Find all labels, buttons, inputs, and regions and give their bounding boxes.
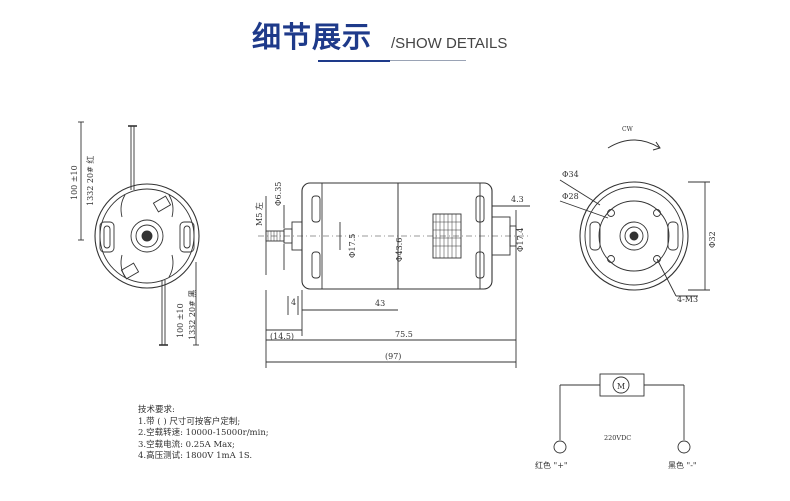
voltage-label: 220VDC bbox=[604, 434, 631, 442]
notes-title: 技术要求: bbox=[138, 405, 175, 415]
page-subtitle: /SHOW DETAILS bbox=[391, 35, 508, 52]
header: 细节展示 /SHOW DETAILS bbox=[0, 0, 790, 70]
dim-overall: (97) bbox=[385, 352, 401, 361]
notes-line-4: 4.高压测试: 1800V 1mA 1S. bbox=[138, 451, 253, 462]
dim-shaft-small: 4 bbox=[291, 298, 296, 307]
dim-shaft-ext: (14.5) bbox=[270, 332, 294, 341]
right-end-view bbox=[559, 139, 710, 297]
terminal-negative: 黑色 "-" bbox=[668, 460, 697, 470]
subtitle-underline bbox=[390, 60, 466, 61]
dim-collar-dia: Φ17.5 bbox=[348, 234, 357, 258]
notes-line-2: 2.空载转速: 10000-15000r/min; bbox=[138, 428, 269, 439]
dim-pcd-inner: Φ28 bbox=[562, 192, 579, 201]
rotation-label: CW bbox=[622, 126, 634, 133]
dim-wire-bottom: 1332 20# 黑 bbox=[188, 290, 197, 340]
motor-symbol-label: M bbox=[617, 382, 625, 391]
dim-pcd-outer: Φ34 bbox=[562, 170, 579, 179]
page-title: 细节展示 bbox=[252, 20, 373, 54]
dim-lead-top: 100 ±10 bbox=[70, 165, 79, 200]
notes-line-3: 3.空载电流: 0.25A Max; bbox=[138, 439, 235, 450]
terminal-positive: 红色 "+" bbox=[535, 460, 568, 470]
dim-body-dia: Φ43.6 bbox=[395, 238, 404, 262]
dim-wire-top: 1332 20# 红 bbox=[85, 156, 95, 206]
title-underline bbox=[318, 60, 390, 62]
dim-mount-holes: 4-M3 bbox=[677, 295, 698, 304]
dim-body-len: 43 bbox=[375, 299, 385, 308]
wiring-circuit bbox=[553, 373, 691, 454]
notes-line-1: 1.带 ( ) 尺寸可按客户定制; bbox=[138, 416, 241, 427]
dim-bearing-dia: Φ32 bbox=[708, 231, 717, 248]
dim-lead-bottom: 100 ±10 bbox=[176, 303, 185, 338]
dim-overall-body: 75.5 bbox=[395, 330, 413, 339]
dim-rear-len: 4.3 bbox=[511, 195, 524, 204]
technical-notes: 技术要求: 1.带 ( ) 尺寸可按客户定制; 2.空载转速: 10000-15… bbox=[138, 405, 269, 463]
dim-rear-dia: Φ17.4 bbox=[516, 228, 525, 252]
dim-thread: M5 左 bbox=[254, 202, 264, 226]
dim-shaft-dia: Φ6.35 bbox=[274, 182, 283, 206]
side-view bbox=[258, 182, 530, 368]
left-end-view bbox=[78, 121, 200, 346]
